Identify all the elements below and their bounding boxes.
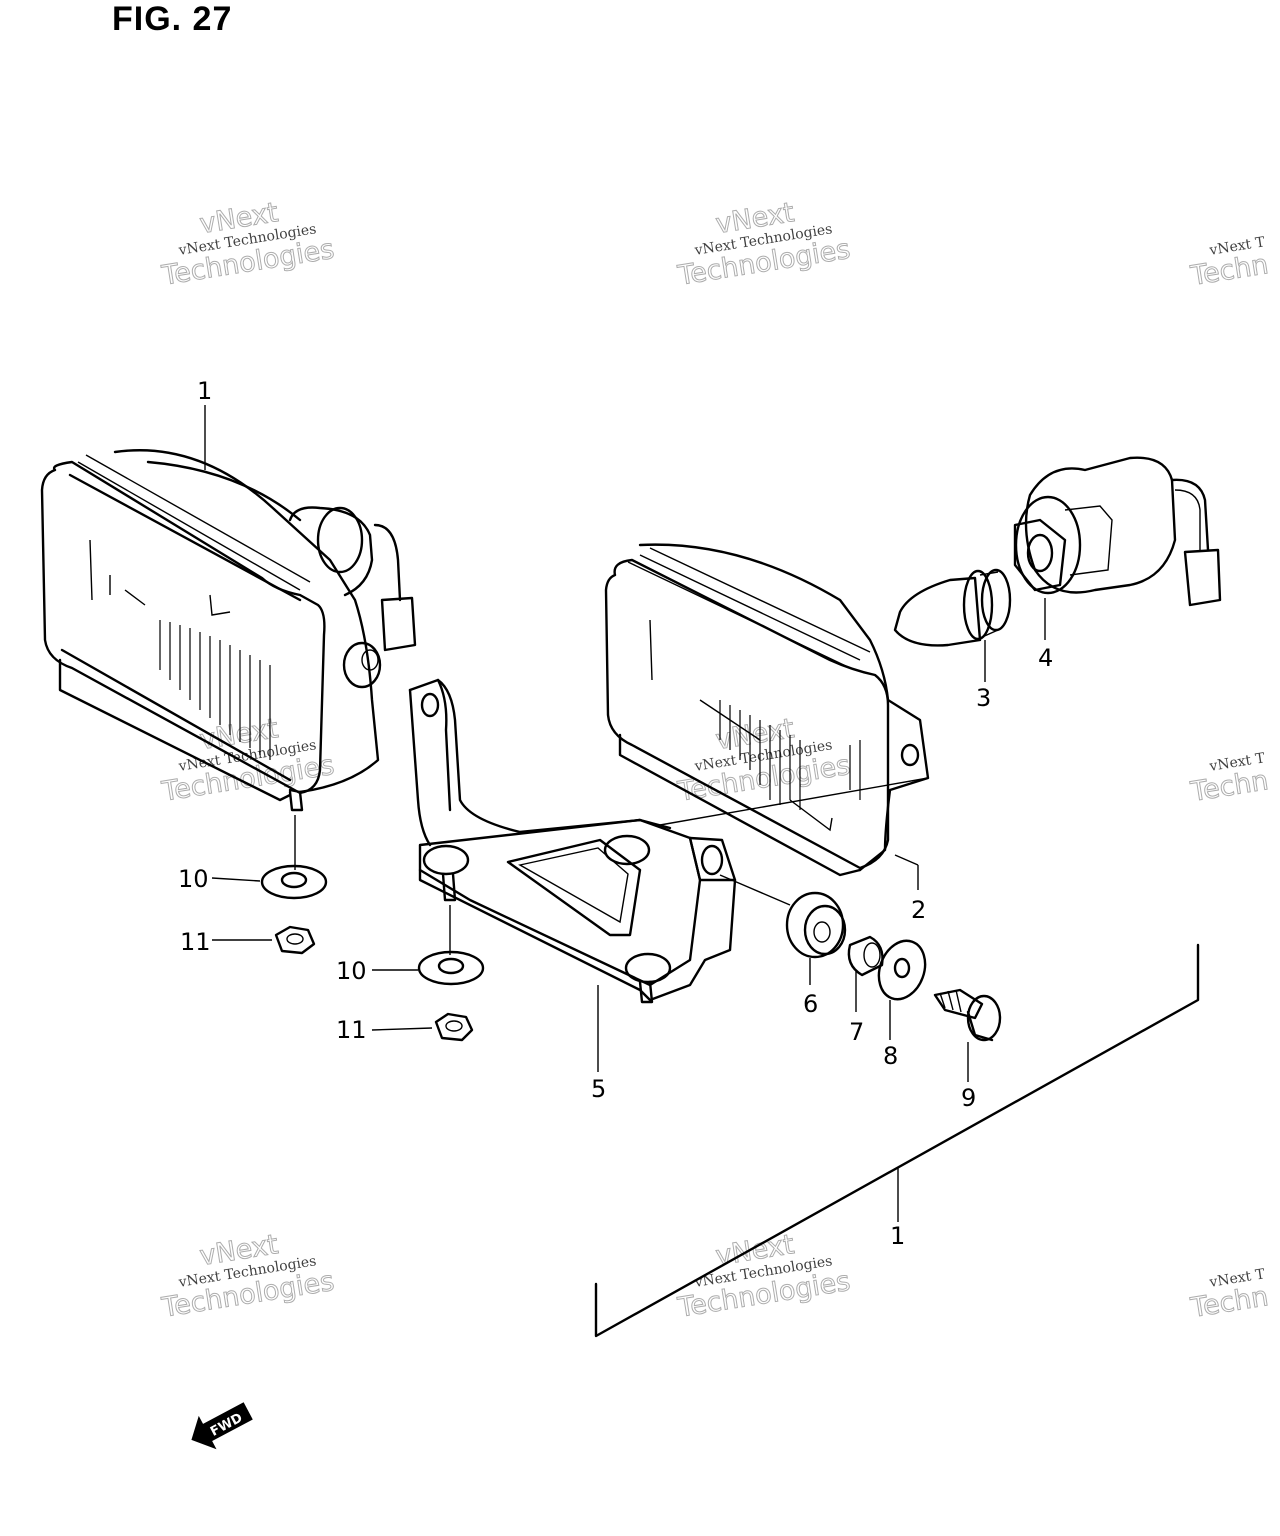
leader-line bbox=[719, 874, 791, 906]
callout-5: 5 bbox=[591, 1075, 606, 1103]
callout-11-center: 11 bbox=[336, 1016, 367, 1044]
cushion bbox=[785, 891, 847, 959]
socket bbox=[1013, 456, 1222, 607]
nut-center bbox=[434, 1012, 474, 1042]
watermark-clipped: vNext T Techn bbox=[1188, 1266, 1271, 1324]
watermark: vNext vNext Technologies Technologies bbox=[159, 1229, 337, 1325]
callout-8: 8 bbox=[883, 1042, 898, 1070]
callout-3: 3 bbox=[976, 684, 991, 712]
callout-4: 4 bbox=[1038, 644, 1053, 672]
washer-center bbox=[417, 950, 485, 986]
assembly-bracket-line bbox=[594, 943, 1200, 1338]
callout-1: 1 bbox=[197, 377, 212, 405]
leader-line bbox=[211, 877, 261, 882]
watermark-clipped-big: Techn bbox=[1188, 1281, 1270, 1324]
lens-reflection-hatch bbox=[159, 620, 271, 760]
callout-9: 9 bbox=[961, 1084, 976, 1112]
callout-10-center: 10 bbox=[336, 957, 367, 985]
headlamp-left bbox=[40, 449, 417, 812]
bracket bbox=[408, 678, 737, 1004]
watermark: vNext vNext Technologies Technologies bbox=[159, 197, 337, 293]
callout-7: 7 bbox=[849, 1018, 864, 1046]
lens-reflection-hatch bbox=[719, 700, 861, 810]
watermark: vNext vNext Technologies Technologies bbox=[159, 713, 337, 809]
bulb bbox=[893, 568, 1012, 647]
watermark-clipped-big: Techn bbox=[1188, 765, 1270, 808]
callout-6: 6 bbox=[803, 990, 818, 1018]
watermark: vNext vNext Technologies Technologies bbox=[675, 197, 853, 293]
headlamp-right bbox=[604, 543, 930, 877]
figure-title: FIG. 27 bbox=[112, 0, 233, 38]
callout-10-left: 10 bbox=[178, 865, 209, 893]
callout-2: 2 bbox=[911, 896, 926, 924]
washer-right bbox=[877, 939, 927, 1001]
leader-line bbox=[894, 854, 919, 866]
watermark-clipped: vNext T Techn bbox=[1188, 234, 1271, 292]
watermark-clipped: vNext T Techn bbox=[1188, 750, 1271, 808]
bolt bbox=[933, 988, 1002, 1042]
callout-11-left: 11 bbox=[180, 928, 211, 956]
forward-arrow-icon: FWD bbox=[191, 1402, 253, 1450]
leader-line bbox=[371, 1027, 433, 1031]
watermark-clipped-big: Techn bbox=[1188, 249, 1270, 292]
spacer bbox=[847, 935, 884, 977]
watermark: vNext vNext Technologies Technologies bbox=[675, 1229, 853, 1325]
nut-left bbox=[274, 925, 316, 955]
leader-line bbox=[659, 777, 929, 826]
callout-1-assembly: 1 bbox=[890, 1222, 905, 1250]
washer-left bbox=[260, 864, 328, 900]
